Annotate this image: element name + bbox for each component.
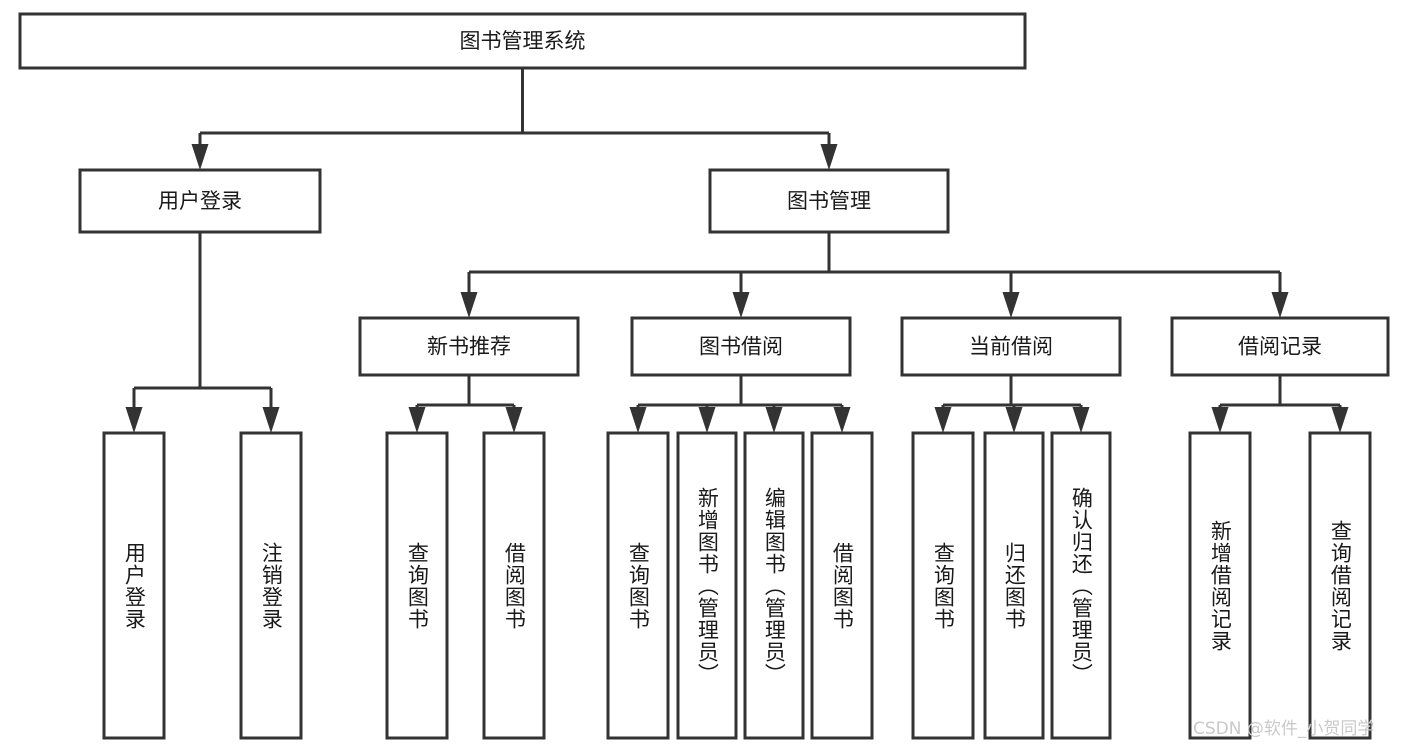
node-box-login[interactable] [78, 168, 322, 234]
node-box-leaf-cur-query[interactable] [911, 431, 975, 740]
arrow-head-icon [262, 407, 280, 433]
node-box-records[interactable] [1170, 316, 1390, 377]
node-box-leaf-nb-query[interactable] [385, 431, 449, 740]
connector-group-bookmgmt [460, 232, 1289, 318]
node-label-leaf-nb-query: 查询图书 [405, 541, 430, 630]
node-label-leaf-nb-borrow: 借阅图书 [502, 541, 527, 630]
arrow-head-icon [1331, 407, 1349, 433]
connectors-layer [125, 68, 1349, 433]
arrow-head-icon [765, 407, 783, 433]
node-box-leaf-bw-borrow[interactable] [810, 431, 874, 740]
arrow-head-icon [833, 407, 851, 433]
connector-group-login [125, 232, 280, 433]
node-label-leaf-user-login: 用户登录 [122, 541, 147, 630]
node-box-leaf-user-logout[interactable] [239, 431, 303, 740]
node-label-records: 借阅记录 [1238, 335, 1322, 359]
node-box-leaf-cur-return[interactable] [983, 431, 1045, 740]
arrow-head-icon [698, 407, 716, 433]
node-box-newbook[interactable] [358, 316, 580, 377]
arrow-head-icon [1271, 292, 1289, 318]
arrow-head-icon [505, 407, 523, 433]
connector-group-records [1211, 375, 1349, 433]
node-box-leaf-cur-confirm[interactable] [1050, 431, 1112, 740]
connector-group-borrow [629, 375, 851, 433]
node-box-root[interactable] [18, 12, 1027, 70]
arrow-head-icon [820, 144, 838, 170]
arrow-head-icon [934, 407, 952, 433]
node-label-leaf-bw-add: 新增图书（管理员） [695, 486, 720, 685]
arrow-head-icon [1072, 407, 1090, 433]
arrow-head-icon [629, 407, 647, 433]
node-box-leaf-user-login[interactable] [102, 431, 166, 740]
node-box-leaf-bw-query[interactable] [606, 431, 670, 740]
node-box-leaf-nb-borrow[interactable] [482, 431, 546, 740]
node-label-login: 用户登录 [158, 189, 242, 213]
node-label-leaf-bw-borrow: 借阅图书 [830, 541, 855, 630]
connector-group-newbook [408, 375, 523, 433]
node-label-newbook: 新书推荐 [427, 335, 511, 359]
boxes-layer [18, 12, 1390, 740]
node-box-leaf-rec-query[interactable] [1308, 431, 1372, 740]
node-label-leaf-rec-query: 查询借阅记录 [1328, 519, 1353, 652]
node-label-bookmgmt: 图书管理 [787, 189, 871, 213]
node-label-borrow: 图书借阅 [699, 335, 783, 359]
node-label-current: 当前借阅 [969, 335, 1053, 359]
node-label-leaf-rec-add: 新增借阅记录 [1208, 519, 1233, 652]
arrow-head-icon [1002, 292, 1020, 318]
node-label-leaf-user-logout: 注销登录 [259, 541, 284, 630]
node-label-leaf-cur-return: 归还图书 [1002, 541, 1027, 630]
arrow-head-icon [191, 144, 209, 170]
node-label-root: 图书管理系统 [460, 29, 586, 53]
node-label-leaf-cur-confirm: 确认归还（管理员） [1069, 486, 1094, 685]
arrow-head-icon [125, 407, 143, 433]
node-label-leaf-cur-query: 查询图书 [931, 541, 956, 630]
connector-group-current [934, 375, 1090, 433]
arrow-head-icon [408, 407, 426, 433]
connector-group-root [191, 68, 838, 170]
arrow-head-icon [1211, 407, 1229, 433]
arrow-head-icon [1005, 407, 1023, 433]
node-box-leaf-rec-add[interactable] [1188, 431, 1252, 740]
node-label-leaf-bw-query: 查询图书 [626, 541, 651, 630]
node-box-leaf-bw-add[interactable] [676, 431, 738, 740]
csdn-watermark: CSDN @软件_小贺同学 [1193, 719, 1375, 739]
node-box-bookmgmt[interactable] [708, 168, 950, 234]
node-box-borrow[interactable] [630, 316, 852, 377]
node-box-leaf-bw-edit[interactable] [743, 431, 805, 740]
node-label-leaf-bw-edit: 编辑图书（管理员） [762, 486, 787, 685]
node-box-current[interactable] [900, 316, 1122, 377]
arrow-head-icon [460, 292, 478, 318]
arrow-head-icon [732, 292, 750, 318]
